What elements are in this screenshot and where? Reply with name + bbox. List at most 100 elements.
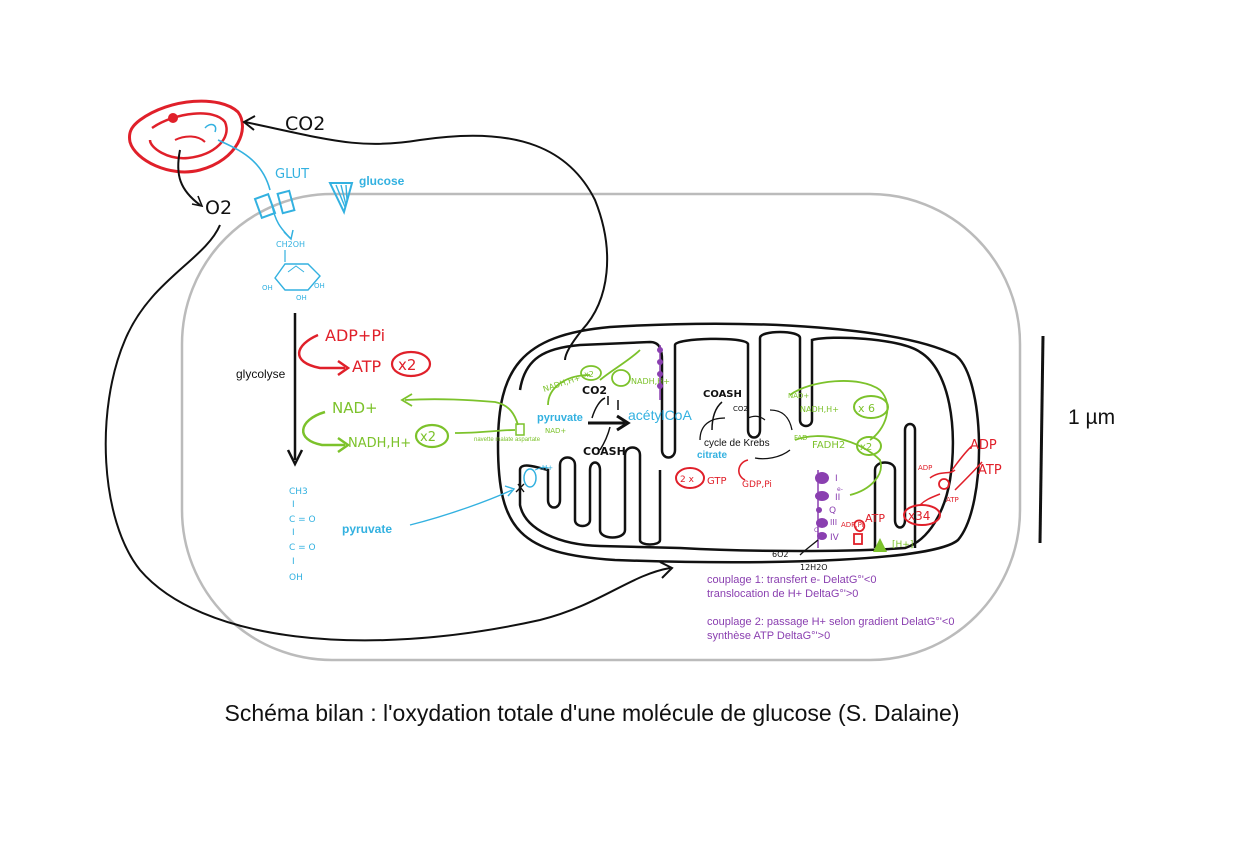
glycolysis-atp-count: x2 [398, 356, 416, 374]
svg-text:CH2OH: CH2OH [276, 240, 305, 249]
glycolysis-arrowhead [286, 449, 304, 467]
chain-h-plus: [H+] [892, 540, 913, 550]
scale-bar [1038, 335, 1045, 544]
chain-complex-3: III [830, 518, 837, 527]
gtp-count: 2 x [680, 475, 695, 485]
krebs-label: cycle de Krebs [704, 438, 770, 449]
matrix-nadh-left: NADH,H+ [542, 373, 582, 394]
mitochondrion-inner-membrane [518, 330, 955, 553]
pyruvate-molecule: CH3 I C = O I C = O I OH [289, 487, 316, 583]
export-atp: ATP [978, 463, 1002, 478]
shuttle-loop [404, 398, 519, 434]
svg-text:CH3: CH3 [289, 487, 308, 497]
chain-complex-1: I [835, 474, 838, 484]
krebs-fad: FAD [794, 434, 808, 442]
glycolysis-atp-count-circle [390, 350, 432, 378]
svg-text:C = O: C = O [289, 543, 316, 553]
glycolysis-atp: ATP [352, 357, 381, 376]
coupling-line-1: couplage 1: transfert e- DelatG°'<0 [707, 574, 876, 586]
atp-synthase [853, 519, 866, 545]
glut-label: GLUT [275, 167, 309, 182]
complex-left-crista [657, 345, 663, 400]
coupling-line-3: couplage 2: passage H+ selon gradient De… [707, 616, 954, 628]
o2-from-cell [177, 149, 201, 206]
matrix-nadh-right-circle [611, 369, 631, 387]
krebs-nadh-count: x 6 [858, 402, 875, 415]
svg-text:C = O: C = O [289, 515, 316, 525]
krebs-cycle-arcs [699, 409, 793, 460]
crista-lower [873, 422, 917, 548]
pdh-co2-arrow [591, 397, 606, 419]
matrix-coash-a: COASH [583, 445, 626, 458]
glycolysis-label: glycolyse [236, 367, 286, 381]
gtp-count-circle [675, 467, 705, 489]
mitochondrion-outer-membrane [496, 322, 981, 564]
krebs-fadh: FADH2 [812, 440, 845, 451]
pyruvate-import-arrow [409, 489, 513, 526]
krebs-nad: NAD+ [788, 392, 809, 400]
export-adp: ADP [970, 438, 997, 453]
chain-atp: ATP [865, 512, 885, 525]
glycolysis-nadh: NADH,H+ [348, 436, 411, 451]
coupling-line-2: translocation de H+ DeltaG°'>0 [707, 588, 858, 600]
pyruvate-carrier [515, 466, 549, 493]
proton-triangle [873, 538, 887, 552]
glycolysis-nad: NAD+ [332, 399, 378, 417]
chain-adp-pi: ADP,Pi [841, 521, 864, 529]
krebs-fadh-count-circle [856, 436, 882, 456]
o2-arrowhead [659, 561, 674, 579]
chain-o2: 6O2 [772, 550, 788, 559]
glycolysis-nadh-count: x2 [420, 430, 436, 445]
chain-complexes [815, 472, 829, 540]
krebs-nadh: NADH,H+ [800, 405, 839, 414]
chain-o2-arrow [799, 539, 819, 556]
nadh-production-arrowhead [337, 436, 351, 454]
blood-co2-label: CO2 [285, 113, 325, 135]
scale-bar-label: 1 µm [1068, 406, 1115, 429]
export-atp-out: ATP [946, 496, 959, 504]
gtp-arrow [738, 459, 749, 481]
co2-release-arrow [747, 415, 766, 421]
matrix-nadh-right: NADH,H+ [631, 377, 670, 386]
adp-atp-translocator [919, 445, 983, 506]
pdh-green-loop [547, 349, 641, 406]
nadh-production-arrow [302, 410, 345, 447]
co2-return-loop [244, 121, 609, 361]
glycolysis-adp-pi: ADP+Pi [325, 326, 385, 345]
atp-production-arrowhead [337, 359, 351, 377]
krebs-fadh-count: x2 [860, 442, 872, 453]
gtp-label: GTP [707, 476, 727, 487]
matrix-co2-a: CO2 [582, 384, 607, 397]
red-blood-cell [128, 99, 244, 174]
svg-text:I: I [292, 528, 295, 538]
chain-complex-4: IV [830, 533, 840, 543]
coash-release-arrow [711, 401, 723, 431]
krebs-citrate: citrate [697, 450, 727, 461]
coupling-line-4: synthèse ATP DeltaG°'>0 [707, 630, 830, 642]
svg-text:OH: OH [314, 282, 325, 290]
pdh-main-arrowhead [616, 414, 631, 432]
glucose-icon [328, 182, 354, 215]
matrix-nadh-left-count: x2 [584, 370, 594, 379]
matrix-coash-b: COASH [703, 389, 742, 400]
chain-q: Q [829, 506, 836, 516]
chain-cyt-c: C [814, 527, 818, 534]
svg-text:OH: OH [289, 573, 303, 583]
matrix-nad: NAD+ [545, 427, 566, 435]
svg-text:I: I [292, 500, 295, 510]
glucose-molecule: CH2OH OH OH OH [262, 240, 325, 302]
chain-atp-count: x34 [908, 509, 930, 523]
export-adp-in: ADP [918, 464, 932, 472]
shuttle-label: navette malate aspartate [474, 437, 541, 443]
cell-membrane [180, 192, 1022, 662]
matrix-nadh-left-circle [580, 365, 602, 381]
pyruvate-cytosol-label: pyruvate [342, 522, 392, 536]
svg-text:OH: OH [262, 284, 273, 292]
matrix-pyruvate: pyruvate [537, 412, 583, 424]
matrix-co2-b: CO2 [733, 405, 748, 413]
pdh-coash-arrow [599, 426, 611, 451]
diagram-caption: Schéma bilan : l'oxydation totale d'une … [224, 700, 960, 726]
chain-water: 12H2O [800, 563, 828, 572]
o2-from-cell-head [191, 195, 204, 208]
